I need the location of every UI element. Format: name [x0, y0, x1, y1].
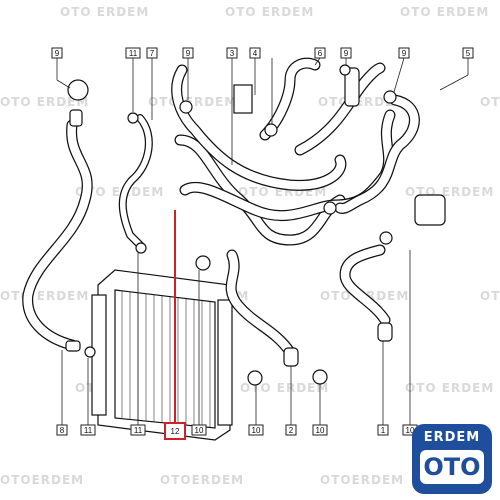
radiator-core	[114, 289, 216, 429]
callout-label: 11	[84, 426, 93, 435]
clamp	[383, 90, 397, 104]
watermark: OTO ERDEM	[400, 5, 489, 19]
thermostat-housing	[67, 79, 89, 101]
clamp	[379, 231, 393, 245]
leader-lines	[56, 57, 469, 425]
callout-label: 10	[195, 426, 204, 435]
fittings	[65, 64, 446, 386]
callout-label: 3	[230, 49, 235, 58]
watermark: OTO ERDEM	[60, 5, 149, 19]
bleed-valve	[344, 67, 360, 107]
callout-label: 9	[402, 49, 407, 58]
watermark: OTO ERDEM	[240, 381, 329, 395]
callout-label: 10	[406, 426, 415, 435]
highlighted-part-box	[164, 422, 186, 440]
clamp	[127, 112, 139, 124]
clamp	[264, 123, 278, 137]
hose-end	[283, 347, 299, 367]
callout-label: 9	[344, 49, 349, 58]
callout-label: 11	[129, 49, 138, 58]
radiator	[91, 269, 233, 441]
watermark: OTO ERDEM	[405, 381, 494, 395]
callout-label: 4	[253, 49, 258, 58]
watermark: OTOERDEM	[160, 473, 244, 487]
callout-label: 5	[466, 49, 471, 58]
clamp	[247, 370, 263, 386]
callouts-bottom: 8 11 11 12 10 10 2 10 1 10	[56, 422, 418, 440]
highlighted-part-label: 12	[171, 427, 180, 436]
callouts-top: 9 11 7 9 3 4 6 9 9 5	[51, 47, 474, 59]
hose-end	[377, 322, 393, 342]
watermark: OTO ERDEM	[0, 289, 89, 303]
callout-label: 2	[289, 426, 294, 435]
radiator-tank-right	[217, 299, 233, 426]
clamp	[195, 255, 211, 271]
logo-text-bottom: OTO	[420, 450, 484, 484]
clamp	[84, 346, 96, 358]
watermark: OTO ERDEM	[148, 95, 237, 109]
callout-label: 11	[134, 426, 143, 435]
callout-label: 10	[316, 426, 325, 435]
watermark: OTO ERDEM	[480, 289, 500, 303]
clamp	[339, 64, 351, 76]
clamp	[312, 369, 328, 385]
watermark: OTO ERDEM	[0, 95, 89, 109]
watermark: OTOERDEM	[0, 473, 84, 487]
hose-3-upper	[171, 64, 347, 191]
clamp	[179, 100, 193, 114]
engine-outlet	[233, 84, 253, 114]
watermark: OTO ERDEM	[480, 95, 500, 109]
logo-text-top: ERDEM	[423, 430, 481, 445]
callout-label: 9	[186, 49, 191, 58]
callout-label: 6	[318, 49, 323, 58]
watermarks: OTO ERDEM OTO ERDEM OTO ERDEM OTO ERDEM …	[0, 5, 500, 487]
water-pump-housing	[414, 194, 446, 226]
callout-label: 8	[60, 426, 65, 435]
hose-end	[65, 340, 81, 352]
oto-erdem-logo: ERDEM OTO	[412, 424, 492, 494]
callout-label: 10	[252, 426, 261, 435]
callout-label: 1	[381, 426, 386, 435]
callout-label: 7	[150, 49, 155, 58]
watermark: OTO ERDEM	[75, 185, 164, 199]
clamp	[135, 242, 147, 254]
watermark: OTO ERDEM	[225, 5, 314, 19]
watermark: OTOERDEM	[320, 473, 404, 487]
callout-label: 9	[55, 49, 60, 58]
clamp	[323, 201, 337, 215]
